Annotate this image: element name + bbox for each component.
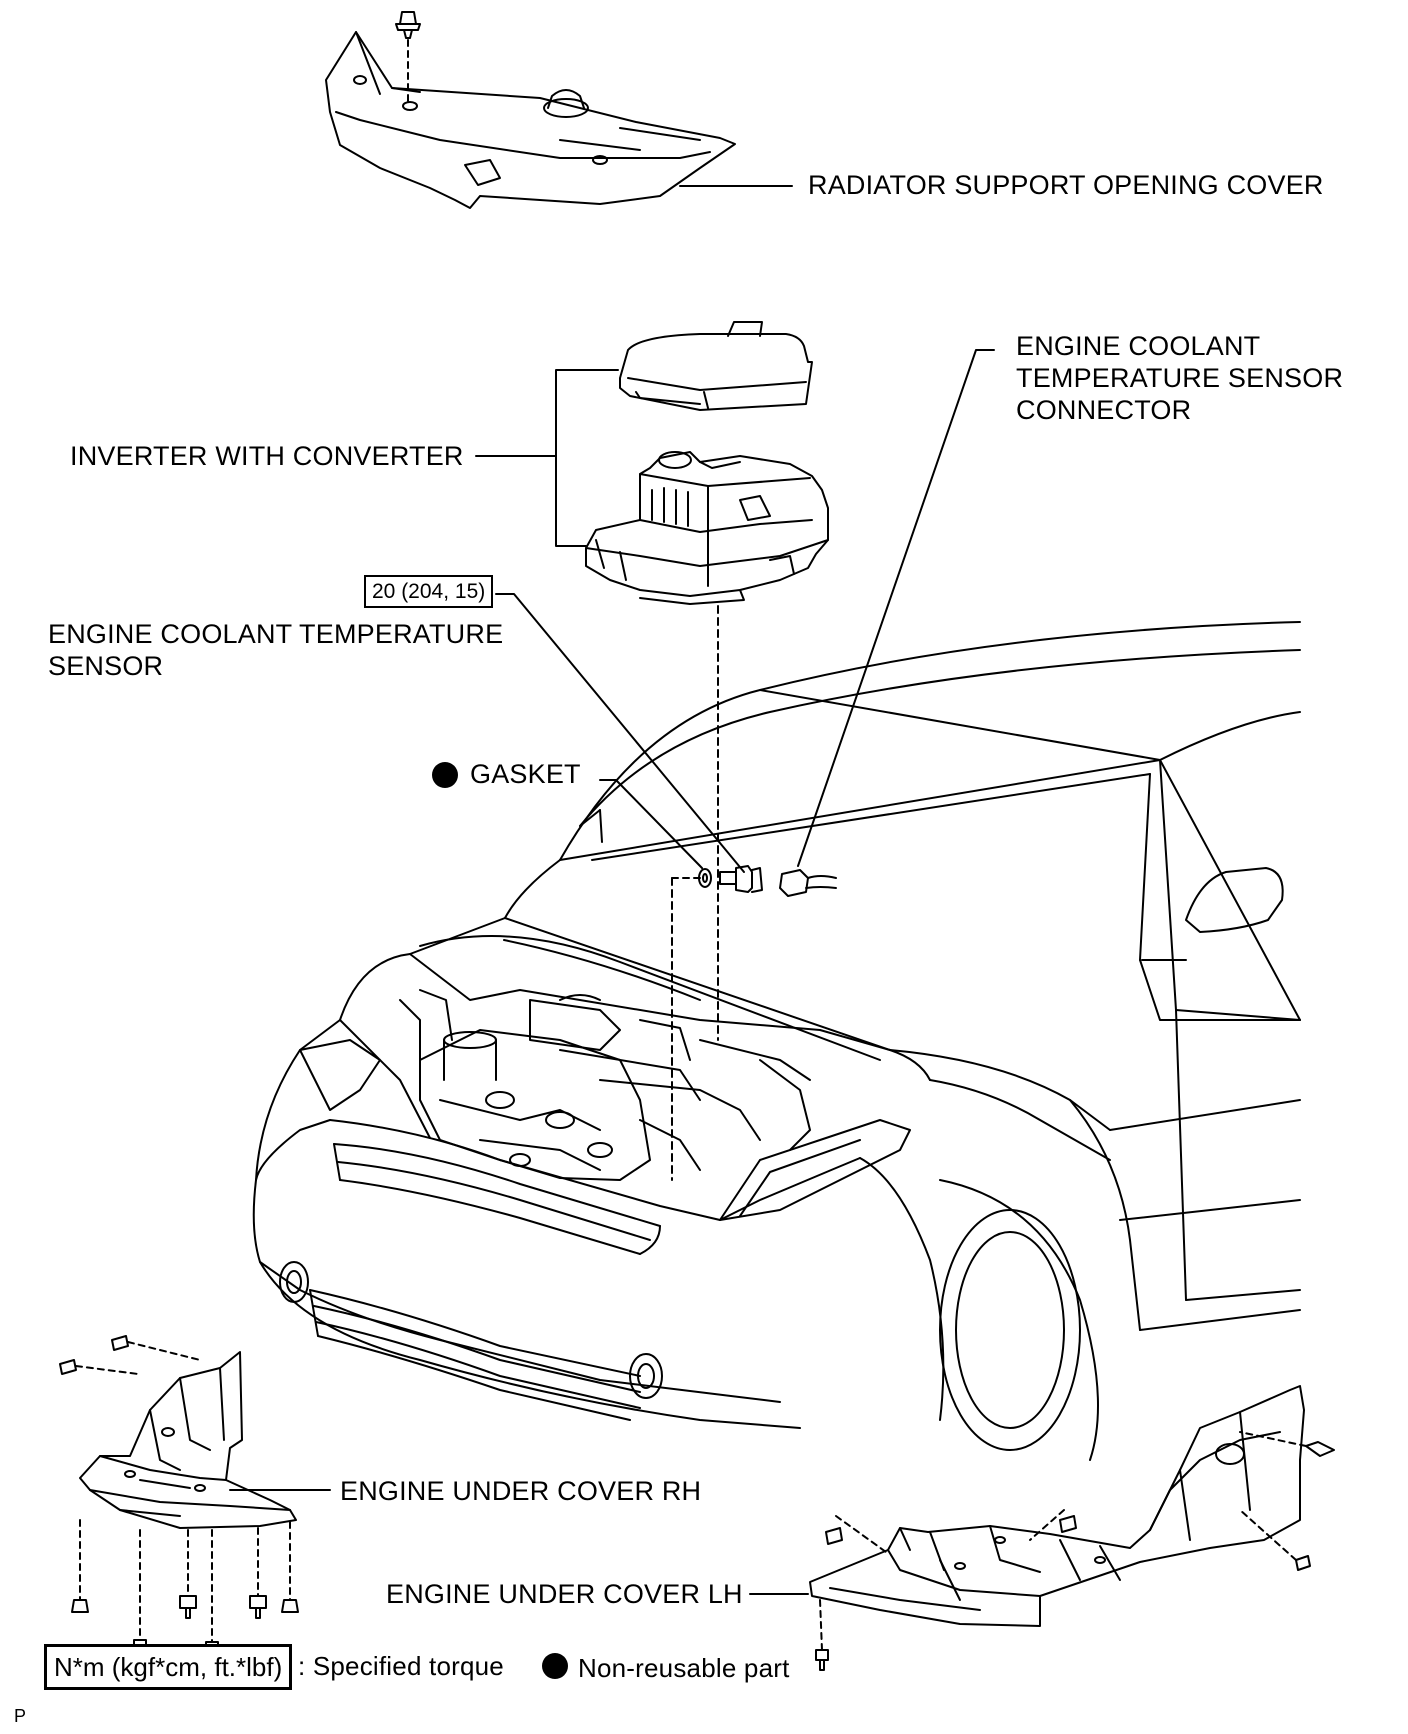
label-coolant-sensor-line2: SENSOR xyxy=(48,651,164,681)
label-inverter-with-converter: INVERTER WITH CONVERTER xyxy=(70,441,464,471)
inverter-main-body xyxy=(586,452,828,604)
non-reusable-mark-icon xyxy=(432,762,458,788)
clip-fastener xyxy=(396,12,420,102)
inverter-upper-cover xyxy=(620,322,812,410)
legend-torque-text: : Specified torque xyxy=(298,1651,504,1681)
label-coolant-connector-line1: ENGINE COOLANT xyxy=(1016,331,1261,361)
lh-cover-fasteners xyxy=(816,1432,1334,1670)
legend-non-reusable-text: Non-reusable part xyxy=(578,1653,790,1683)
leader-line-connector xyxy=(798,350,994,866)
corner-mark: P xyxy=(14,1706,27,1726)
leader-line-gasket xyxy=(600,780,702,868)
legend-non-reusable-icon xyxy=(542,1653,568,1679)
label-engine-under-cover-lh: ENGINE UNDER COVER LH xyxy=(386,1579,743,1609)
label-coolant-connector-line2: TEMPERATURE SENSOR xyxy=(1016,363,1344,393)
car-body-outline xyxy=(254,622,1300,1460)
legend-torque-box: N*m (kgf*cm, ft.*lbf) xyxy=(44,1644,293,1690)
engine-under-cover-rh-part xyxy=(80,1352,296,1528)
label-coolant-sensor-line1: ENGINE COOLANT TEMPERATURE xyxy=(48,619,504,649)
coolant-temperature-sensor-part xyxy=(720,866,762,892)
engine-under-cover-lh-part xyxy=(810,1386,1304,1626)
engine-bay-detail xyxy=(400,990,810,1180)
label-coolant-connector-line3: CONNECTOR xyxy=(1016,395,1192,425)
torque-spec-box: 20 (204, 15) xyxy=(364,575,494,608)
leader-line-torque xyxy=(496,594,744,872)
label-engine-under-cover-rh: ENGINE UNDER COVER RH xyxy=(340,1476,702,1506)
rh-cover-fasteners xyxy=(60,1336,298,1666)
inverter-bracket-and-leader xyxy=(476,370,618,546)
sensor-connector-part xyxy=(780,870,836,896)
label-gasket: GASKET xyxy=(470,759,581,789)
radiator-support-opening-cover xyxy=(326,32,735,208)
label-radiator-support-opening-cover: RADIATOR SUPPORT OPENING COVER xyxy=(808,170,1324,200)
